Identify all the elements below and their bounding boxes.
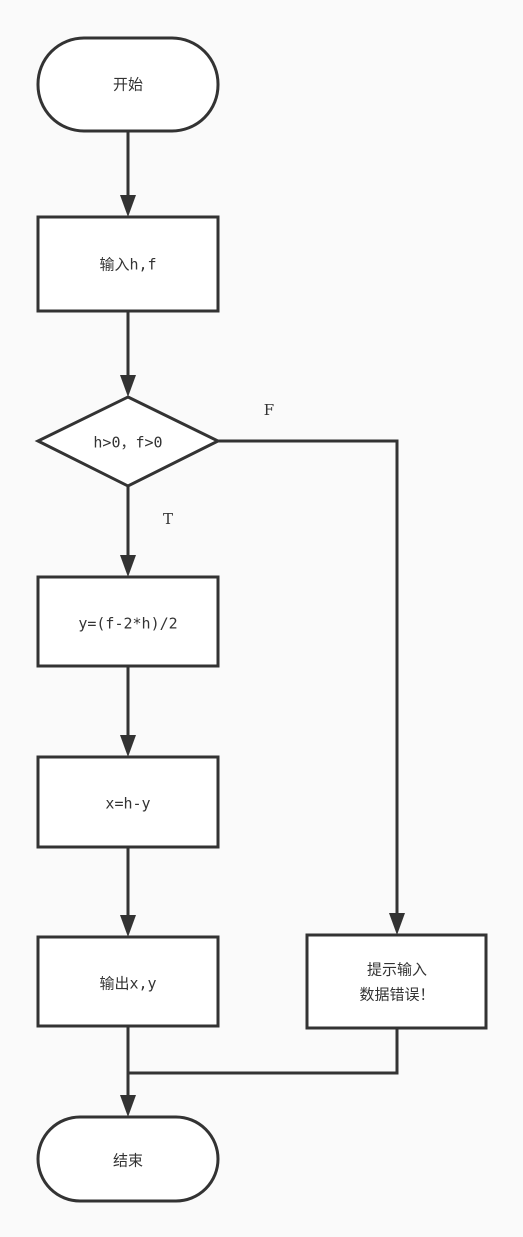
start-label: 开始 xyxy=(113,76,143,94)
calc-x-box xyxy=(36,755,220,849)
connectors xyxy=(120,131,405,1117)
true-branch-label: T xyxy=(163,510,173,528)
calc-x-label: x=h-y xyxy=(105,795,150,813)
calc-y-label: y=(f-2*h)/2 xyxy=(78,615,177,633)
arrowhead-decision xyxy=(120,375,136,397)
edge-error-to-merge xyxy=(128,1028,399,1075)
decision-label: h>0，f>0 xyxy=(93,434,162,452)
input-box xyxy=(36,215,220,313)
start-terminal xyxy=(36,36,220,133)
arrowhead-output xyxy=(120,915,136,937)
error-label-line2: 数据错误！ xyxy=(359,986,434,1004)
arrowhead-calc-x xyxy=(120,735,136,757)
edge-decision-false xyxy=(218,439,399,918)
input-label: 输入h,f xyxy=(99,256,156,274)
calc-y-box xyxy=(36,575,220,668)
arrowhead-error xyxy=(389,913,405,935)
end-label: 结束 xyxy=(113,1152,143,1170)
end-terminal xyxy=(36,1115,220,1203)
arrowhead-calc-y xyxy=(120,555,136,577)
arrowhead-end xyxy=(120,1095,136,1117)
arrowhead-input xyxy=(120,195,136,217)
output-label: 输出x,y xyxy=(99,975,156,993)
decision-diamond xyxy=(34,395,222,488)
error-box xyxy=(305,933,488,1030)
error-label-line1: 提示输入 xyxy=(367,961,427,979)
false-branch-label: F xyxy=(264,401,274,419)
output-box xyxy=(36,935,220,1028)
